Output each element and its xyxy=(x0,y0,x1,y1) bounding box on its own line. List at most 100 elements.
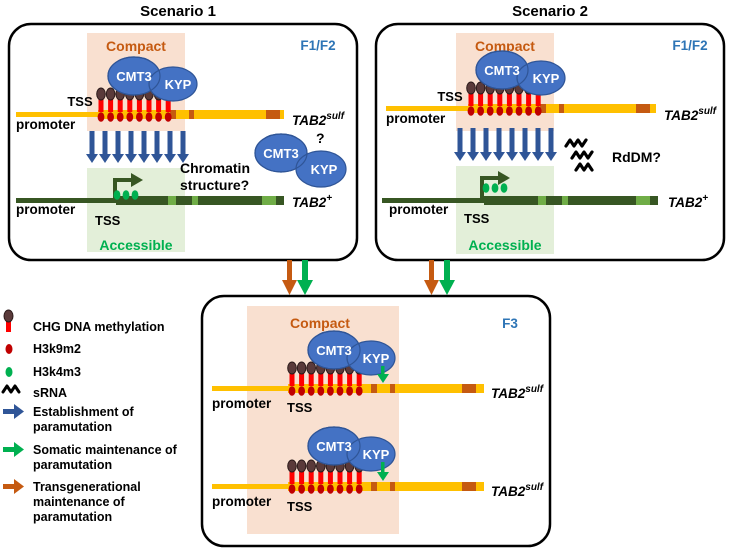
scenario1-compact-label: Compact xyxy=(106,38,166,54)
f3-gene2-tss-label: TSS xyxy=(287,499,313,514)
scenario2-h3k9m2-mark-5 xyxy=(506,106,513,116)
scenario1-top-exon-1 xyxy=(170,110,176,119)
legend-orange-arrow-icon xyxy=(3,479,24,494)
scenario2-bottom-tss-label: TSS xyxy=(464,211,490,226)
f3-gene1-h3k9m2-mark-7 xyxy=(346,386,353,396)
f3-gene2-h3k9m2-mark-4 xyxy=(317,484,325,494)
legend-srna-label: sRNA xyxy=(33,386,67,400)
scenario1-free-cmt3-label: CMT3 xyxy=(263,146,298,161)
f3-gene1-kyp-label: KYP xyxy=(363,351,390,366)
legend-blue-arrow-icon xyxy=(3,404,24,419)
f3-gene2-chg-methyl-mark-3 xyxy=(306,459,317,484)
scenario2-bottom-promoter-label: promoter xyxy=(389,202,449,217)
scenario1-cmt3-label: CMT3 xyxy=(116,69,151,84)
scenario1-h3k9m2-mark-7 xyxy=(155,112,163,122)
scenario2-bottom-exon-2 xyxy=(562,196,568,205)
scenario2-h3k4m3-mark-1 xyxy=(482,183,490,193)
scenario1-generation-label: F1/F2 xyxy=(300,38,335,53)
f3-gene2-h3k9m2-mark-2 xyxy=(298,484,305,494)
scenario2-h3k9m2-mark-1 xyxy=(467,106,475,116)
scenario1-h3k9m2-mark-2 xyxy=(107,112,114,122)
scenario1-top-gene-base: TAB2 xyxy=(292,113,327,128)
scenario2-rddm-label: RdDM? xyxy=(612,149,661,165)
f3-gene1-tss-label: TSS xyxy=(287,400,313,415)
scenario1-top-gene-label: TAB2sulf xyxy=(292,111,346,128)
f3-gene1-h3k9m2-mark-8 xyxy=(355,386,363,396)
f3-gene2-exon-2 xyxy=(390,482,395,491)
scenario1-question-line1: Chromatin xyxy=(180,160,250,176)
scenario1-establishment-arrows xyxy=(86,131,189,163)
scenario2-h3k9m2-mark-6 xyxy=(515,106,523,116)
f3-gene1-exon-2 xyxy=(390,384,395,393)
scenario2-kyp-protein xyxy=(516,60,566,96)
f3-gene2-h3k9m2-mark-1 xyxy=(288,484,296,494)
scenario1-free-kyp-label: KYP xyxy=(311,162,338,177)
scenario1-panel: Compact F1/F2 TSS promoter TAB2sulf CMT3… xyxy=(7,22,359,262)
f3-gene2-exon-3 xyxy=(462,482,476,491)
scenario1-to-f3-arrows xyxy=(282,260,313,295)
scenario1-bottom-promoter-label: promoter xyxy=(16,202,76,217)
scenario1-bottom-gene-body xyxy=(116,196,284,205)
scenario2-bottom-gene-base: TAB2 xyxy=(668,195,703,210)
f3-gene2-gene-base: TAB2 xyxy=(491,484,526,499)
f3-gene2-gene-sup: sulf xyxy=(525,482,544,493)
f3-gene2-gene-label: TAB2sulf xyxy=(491,482,545,499)
legend-somatic-line1: Somatic maintenance of xyxy=(33,443,178,457)
scenario2-compact-label: Compact xyxy=(475,38,535,54)
legend-green-arrow-icon xyxy=(3,442,24,457)
scenario1-top-tss-label: TSS xyxy=(67,94,93,109)
f3-gene1-chg-methyl-mark-2 xyxy=(296,361,307,386)
scenario2-top-exon-2 xyxy=(559,104,564,113)
f3-gene2-h3k9m2-group xyxy=(288,484,363,494)
f3-gene2-exon-1 xyxy=(371,482,377,491)
f3-generation-label: F3 xyxy=(502,316,518,331)
scenario2-establishment-arrow-2 xyxy=(467,128,479,161)
scenario1-establishment-arrow-5 xyxy=(138,131,150,163)
legend-transgen-line1: Transgenerational xyxy=(33,480,141,494)
scenario1-h3k9m2-mark-1 xyxy=(97,112,105,122)
f3-gene2-body xyxy=(288,482,484,491)
f3-gene2-promoter-label: promoter xyxy=(212,494,272,509)
f3-gene1-promoter-line xyxy=(212,386,288,391)
scenario1-bottom-promoter-line xyxy=(16,198,116,203)
scenario2-to-f3-arrows xyxy=(424,260,455,295)
scenario1-establishment-arrow-3 xyxy=(112,131,124,163)
legend-establishment-line1: Establishment of xyxy=(33,405,135,419)
f3-gene1-exon-1 xyxy=(371,384,377,393)
scenario2-bottom-promoter-line xyxy=(382,198,484,203)
scenario2-accessible-label: Accessible xyxy=(468,237,541,253)
scenario2-kyp-label: KYP xyxy=(533,71,560,86)
scenario1-bottom-gene-base: TAB2 xyxy=(292,195,327,210)
scenario1-establishment-arrow-2 xyxy=(99,131,111,163)
f3-gene1-gene-base: TAB2 xyxy=(491,386,526,401)
scenario2-h3k9m2-mark-7 xyxy=(525,106,532,116)
f3-gene1-exon-3 xyxy=(462,384,476,393)
scenario1-bottom-exon-3 xyxy=(262,196,276,205)
scenario1-establishment-arrow-1 xyxy=(86,131,98,163)
f3-gene1-promoter-label: promoter xyxy=(212,396,272,411)
legend-transgen-line3: paramutation xyxy=(33,510,112,524)
scenario1-bottom-gene-sup: + xyxy=(326,193,332,204)
f3-gene2-h3k9m2-mark-5 xyxy=(327,484,334,494)
f3-gene2-cmt3-label: CMT3 xyxy=(316,439,351,454)
scenario2-h3k4m3-group xyxy=(482,183,508,193)
scenario1-establishment-arrow-8 xyxy=(177,131,189,163)
scenario2-establishment-arrows xyxy=(454,128,557,161)
scenario2-bottom-gene-sup: + xyxy=(702,193,708,204)
scenario1-h3k4m3-mark-2 xyxy=(122,190,130,200)
scenario2-h3k9m2-mark-2 xyxy=(477,106,484,116)
scenario2-chg-methyl-mark-2 xyxy=(475,81,486,106)
scenario1-h3k4m3-group xyxy=(113,190,139,200)
scenario2-bottom-gene-label: TAB2+ xyxy=(668,193,708,210)
scenario1-h3k9m2-mark-6 xyxy=(145,112,153,122)
f3-gene2-somatic-arrow xyxy=(377,462,389,481)
scenario1-h3k9m2-mark-8 xyxy=(164,112,172,122)
f3-gene1-h3k9m2-mark-4 xyxy=(317,386,325,396)
scenario2-h3k4m3-mark-3 xyxy=(500,183,508,193)
scenario2-top-exon-3 xyxy=(636,104,650,113)
f3-gene2-h3k9m2-mark-6 xyxy=(336,484,344,494)
scenario1-top-promoter-line xyxy=(16,112,98,117)
f3-gene1-somatic-arrow xyxy=(377,366,389,383)
scenario2-srna-icon xyxy=(564,138,594,172)
